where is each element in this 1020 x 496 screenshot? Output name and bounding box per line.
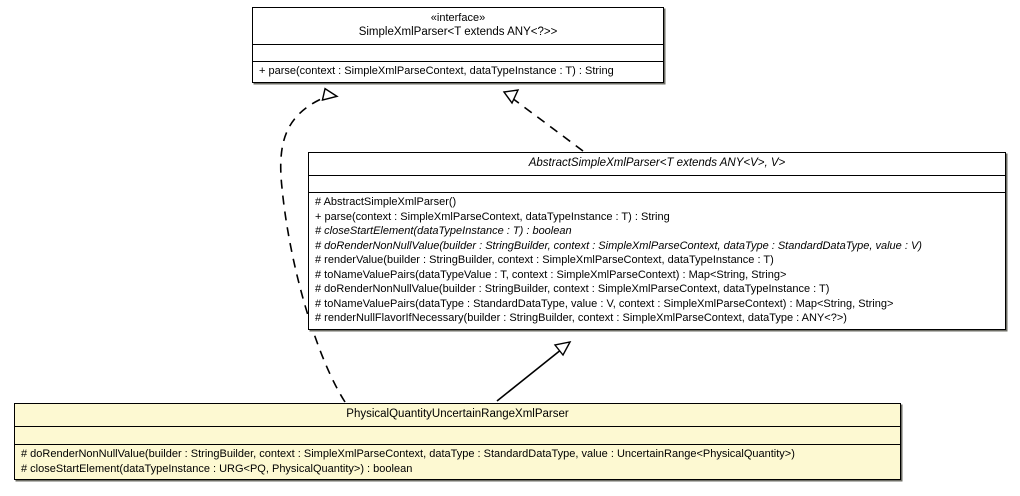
operation-row: # renderNullFlavorIfNecessary(builder : …	[315, 312, 847, 324]
uml-class-physicalquantityuncertainrangexmlparser[interactable]: PhysicalQuantityUncertainRangeXmlParser …	[14, 403, 901, 480]
operation-row: # doRenderNonNullValue(builder : StringB…	[315, 283, 830, 295]
operation-row: # doRenderNonNullValue(builder : StringB…	[315, 239, 922, 252]
class-header: «interface» SimpleXmlParser<T extends AN…	[253, 8, 663, 44]
class-name: PhysicalQuantityUncertainRangeXmlParser	[346, 408, 569, 420]
operation-row: + parse(context : SimpleXmlParseContext,…	[315, 210, 670, 223]
class-header: AbstractSimpleXmlParser<T extends ANY<V>…	[309, 153, 1005, 175]
class-stereotype: «interface»	[430, 12, 486, 24]
edge-arrowhead-hollow-triangle	[321, 87, 339, 101]
operations-compartment: # AbstractSimpleXmlParser() + parse(cont…	[309, 192, 1005, 329]
class-name: AbstractSimpleXmlParser<T extends ANY<V>…	[528, 157, 786, 169]
operation-row: # closeStartElement(dataTypeInstance : U…	[21, 462, 413, 475]
class-name: SimpleXmlParser<T extends ANY<?>>	[358, 26, 558, 38]
operation-row: # AbstractSimpleXmlParser()	[315, 196, 457, 208]
attributes-compartment	[309, 175, 1005, 192]
edge-arrowhead-hollow-triangle	[553, 341, 572, 357]
operations-compartment: # doRenderNonNullValue(builder : StringB…	[15, 444, 900, 479]
operation-row: # toNameValuePairs(dataTypeValue : T, co…	[315, 268, 787, 281]
operation-row: # doRenderNonNullValue(builder : StringB…	[21, 448, 795, 460]
attributes-compartment	[15, 426, 900, 444]
operations-compartment: + parse(context : SimpleXmlParseContext,…	[253, 61, 663, 82]
uml-class-abstractsimplexmlparser[interactable]: AbstractSimpleXmlParser<T extends ANY<V>…	[308, 152, 1006, 330]
operation-row: # toNameValuePairs(dataType : StandardDa…	[315, 297, 894, 310]
edge-arrowhead-hollow-triangle	[502, 89, 520, 105]
edge-realization-abstract-to-interface	[511, 97, 584, 152]
operation-row: + parse(context : SimpleXmlParseContext,…	[259, 65, 614, 77]
edge-generalization-concrete-to-abstract	[496, 348, 563, 402]
attributes-compartment	[253, 44, 663, 61]
uml-class-simplexmlparser[interactable]: «interface» SimpleXmlParser<T extends AN…	[252, 7, 664, 83]
operation-row: # renderValue(builder : StringBuilder, c…	[315, 254, 774, 266]
operation-row: # closeStartElement(dataTypeInstance : T…	[315, 225, 572, 237]
class-header: PhysicalQuantityUncertainRangeXmlParser	[15, 404, 900, 426]
